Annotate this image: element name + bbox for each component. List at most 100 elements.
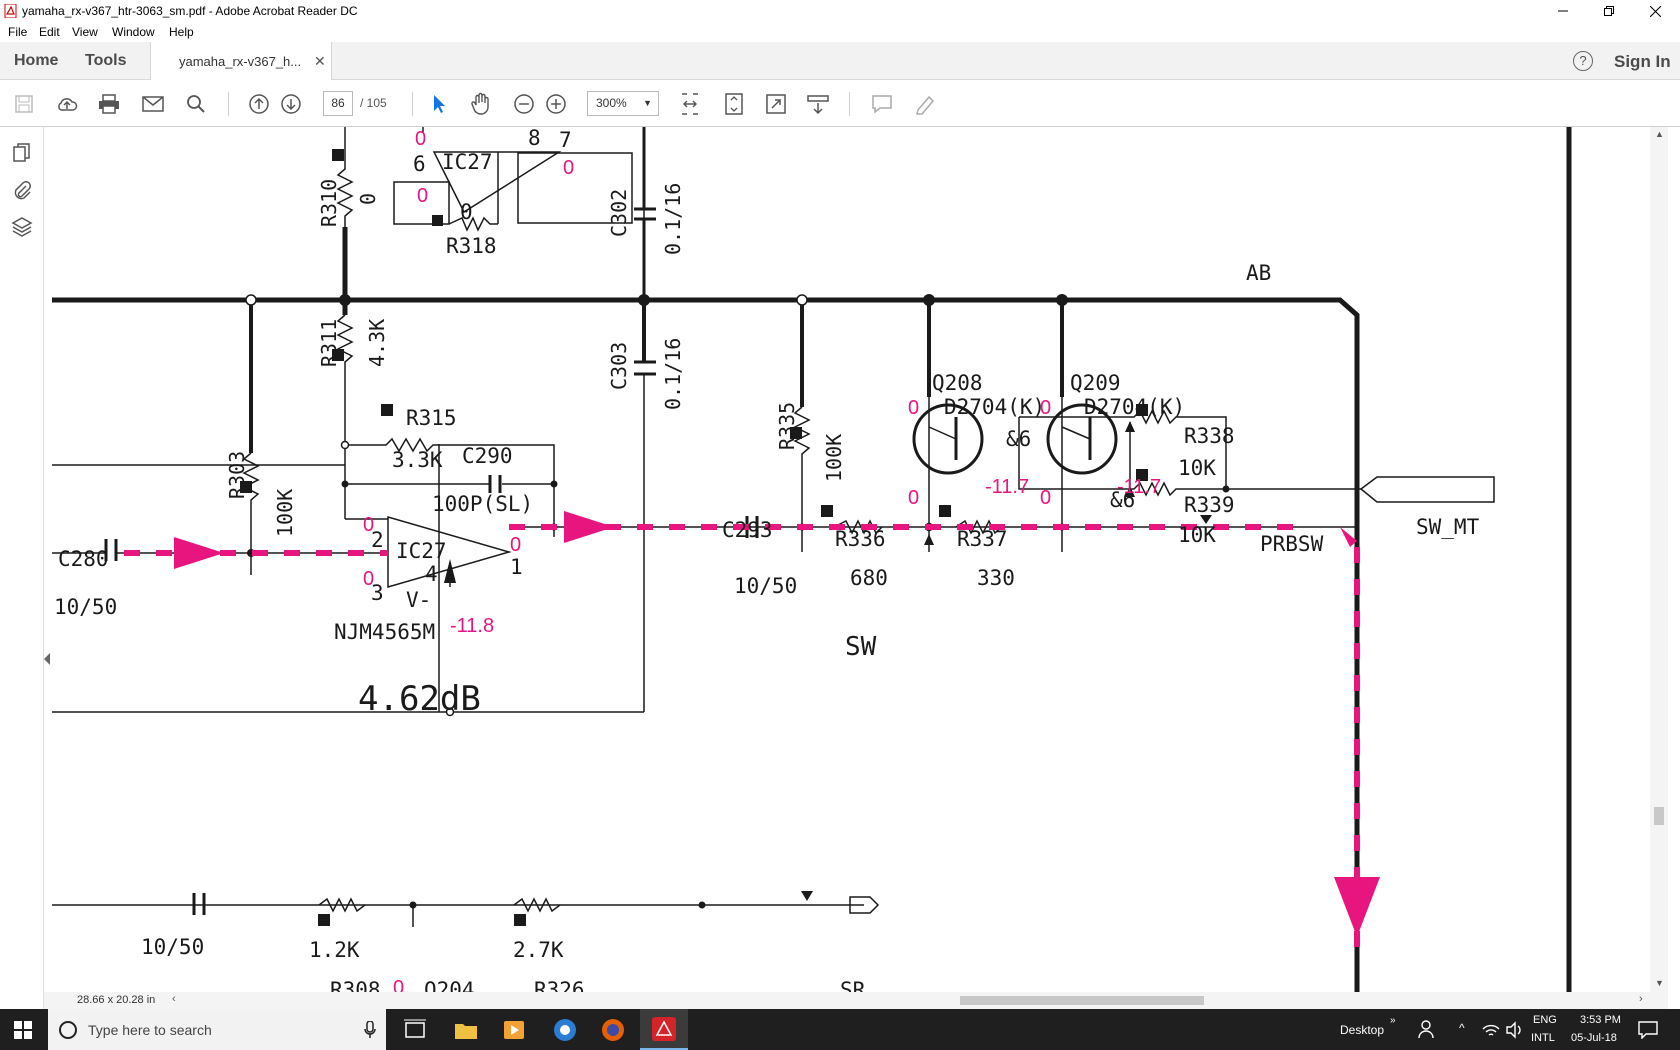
fit-page-button[interactable] [677, 91, 703, 117]
page-number-input[interactable]: 86 [323, 91, 353, 116]
page-total: / 105 [360, 96, 387, 110]
close-tab-icon[interactable]: ✕ [314, 53, 326, 69]
notification-icon[interactable] [1638, 1021, 1658, 1039]
label-bottom-12k: 1.2K [309, 938, 360, 962]
firefox-icon[interactable] [600, 1017, 626, 1043]
next-page-button[interactable] [278, 91, 304, 117]
cursor-arrow-icon [434, 95, 445, 113]
label-q209: Q209 [1070, 371, 1121, 395]
menu-edit[interactable]: Edit [39, 25, 60, 39]
label-pin8: 8 [528, 127, 541, 150]
acrobat-taskbar-button[interactable] [640, 1009, 688, 1050]
label-c280: C280 [58, 547, 109, 571]
separator [849, 92, 850, 116]
pen-icon [916, 95, 935, 115]
zoom-out-button[interactable] [511, 91, 537, 117]
voltage-top2: 0 [417, 185, 428, 207]
browser-icon[interactable] [552, 1017, 578, 1043]
label-r310-val: 0 [356, 193, 380, 205]
language-indicator-2[interactable]: INTL [1531, 1032, 1555, 1044]
voltage-ic-minus: 0 [363, 514, 374, 536]
label-r339: R339 [1184, 493, 1235, 517]
scroll-right-icon[interactable]: › [1639, 993, 1643, 1005]
horizontal-scroll-thumb[interactable] [960, 996, 1204, 1005]
label-ic27: IC27 [396, 539, 447, 563]
scroll-mode-button[interactable] [805, 91, 831, 117]
people-icon[interactable] [1418, 1019, 1438, 1039]
close-window-button[interactable] [1632, 0, 1678, 22]
tab-home[interactable]: Home [14, 52, 59, 69]
scroll-up-icon[interactable]: ▲ [1655, 129, 1664, 139]
vertical-scroll-thumb[interactable] [1654, 807, 1664, 825]
print-button[interactable] [96, 91, 122, 117]
label-r311: R311 [317, 319, 341, 367]
zoom-in-button[interactable] [543, 91, 569, 117]
scroll-down-icon[interactable]: ▼ [1655, 978, 1664, 988]
fit-window-button[interactable] [721, 91, 747, 117]
comment-button[interactable] [869, 91, 895, 117]
acrobat-app-icon [4, 4, 17, 18]
microphone-icon[interactable] [364, 1021, 376, 1039]
layers-icon[interactable] [11, 216, 33, 238]
chevron-right-icon[interactable]: » [1390, 1015, 1396, 1026]
navigation-panel [0, 127, 44, 1009]
desktop-toolbar-label[interactable]: Desktop [1340, 1023, 1385, 1037]
menu-window[interactable]: Window [112, 25, 155, 39]
label-r335-val: 100K [822, 434, 846, 482]
taskbar-search-box[interactable]: Type here to search [48, 1009, 386, 1050]
language-indicator-1[interactable]: ENG [1533, 1014, 1557, 1026]
document-view[interactable]: 6 IC27 8 7 R318 0 AB R315 3.3K C290 100P… [44, 127, 1650, 992]
help-icon[interactable]: ? [1573, 51, 1593, 71]
vertical-scrollbar[interactable]: ▲ ▼ [1650, 127, 1668, 992]
minimize-icon [1558, 10, 1568, 12]
zoom-level-select[interactable]: 300%▼ [587, 91, 659, 116]
menu-bar: File Edit View Window Help [0, 22, 1680, 42]
zoom-out-icon [514, 94, 534, 114]
restore-button[interactable] [1586, 0, 1632, 22]
windows-start-icon[interactable] [14, 1021, 32, 1039]
menu-file[interactable]: File [8, 25, 28, 39]
label-r310: R310 [317, 179, 341, 227]
volume-icon[interactable] [1505, 1021, 1523, 1039]
attachments-icon[interactable] [11, 179, 33, 201]
schematic-page: 6 IC27 8 7 R318 0 AB R315 3.3K C290 100P… [44, 127, 1572, 992]
label-r338: R338 [1184, 424, 1235, 448]
page-thumbnails-icon[interactable] [11, 143, 33, 165]
voltage-q209-e: -11.7 [1117, 476, 1161, 498]
tab-document[interactable]: yamaha_rx-v367_h... ✕ [150, 42, 332, 80]
minimize-button[interactable] [1540, 0, 1586, 22]
menu-view[interactable]: View [72, 25, 98, 39]
save-icon [15, 95, 33, 113]
upload-button[interactable] [54, 91, 80, 117]
horizontal-scrollbar[interactable]: ‹ › [44, 992, 1668, 1009]
media-player-icon[interactable] [501, 1017, 527, 1043]
select-tool-button[interactable] [426, 91, 452, 117]
clock-date[interactable]: 05-Jul-18 [1571, 1032, 1617, 1044]
title-bar: yamaha_rx-v367_htr-3063_sm.pdf - Adobe A… [0, 0, 1680, 22]
clock-time[interactable]: 3:53 PM [1580, 1014, 1621, 1026]
chevron-up-icon[interactable]: ^ [1459, 1021, 1465, 1035]
label-pin6: 6 [413, 152, 426, 176]
wifi-icon[interactable] [1482, 1021, 1500, 1039]
save-button[interactable] [11, 91, 37, 117]
highlight-button[interactable] [912, 91, 938, 117]
scroll-left-icon[interactable]: ‹ [172, 993, 176, 1005]
hand-tool-button[interactable] [468, 91, 494, 117]
fit-width-icon [682, 93, 698, 115]
file-explorer-icon[interactable] [453, 1017, 479, 1043]
search-button[interactable] [183, 91, 209, 117]
previous-page-button[interactable] [246, 91, 272, 117]
label-c290-val: 100P(SL) [432, 492, 533, 516]
sign-in-button[interactable]: Sign In [1614, 52, 1671, 71]
full-screen-button[interactable] [763, 91, 789, 117]
email-button[interactable] [140, 91, 166, 117]
label-pin3: 3 [371, 581, 384, 605]
label-r337: R337 [957, 527, 1008, 551]
label-r315-val: 3.3K [392, 448, 443, 472]
menu-help[interactable]: Help [169, 25, 194, 39]
label-q204: Q204 [424, 978, 475, 992]
tab-tools[interactable]: Tools [85, 52, 127, 69]
task-view-icon[interactable] [402, 1017, 428, 1043]
cortana-circle-icon [59, 1021, 77, 1039]
label-vminus: V- [406, 588, 431, 612]
